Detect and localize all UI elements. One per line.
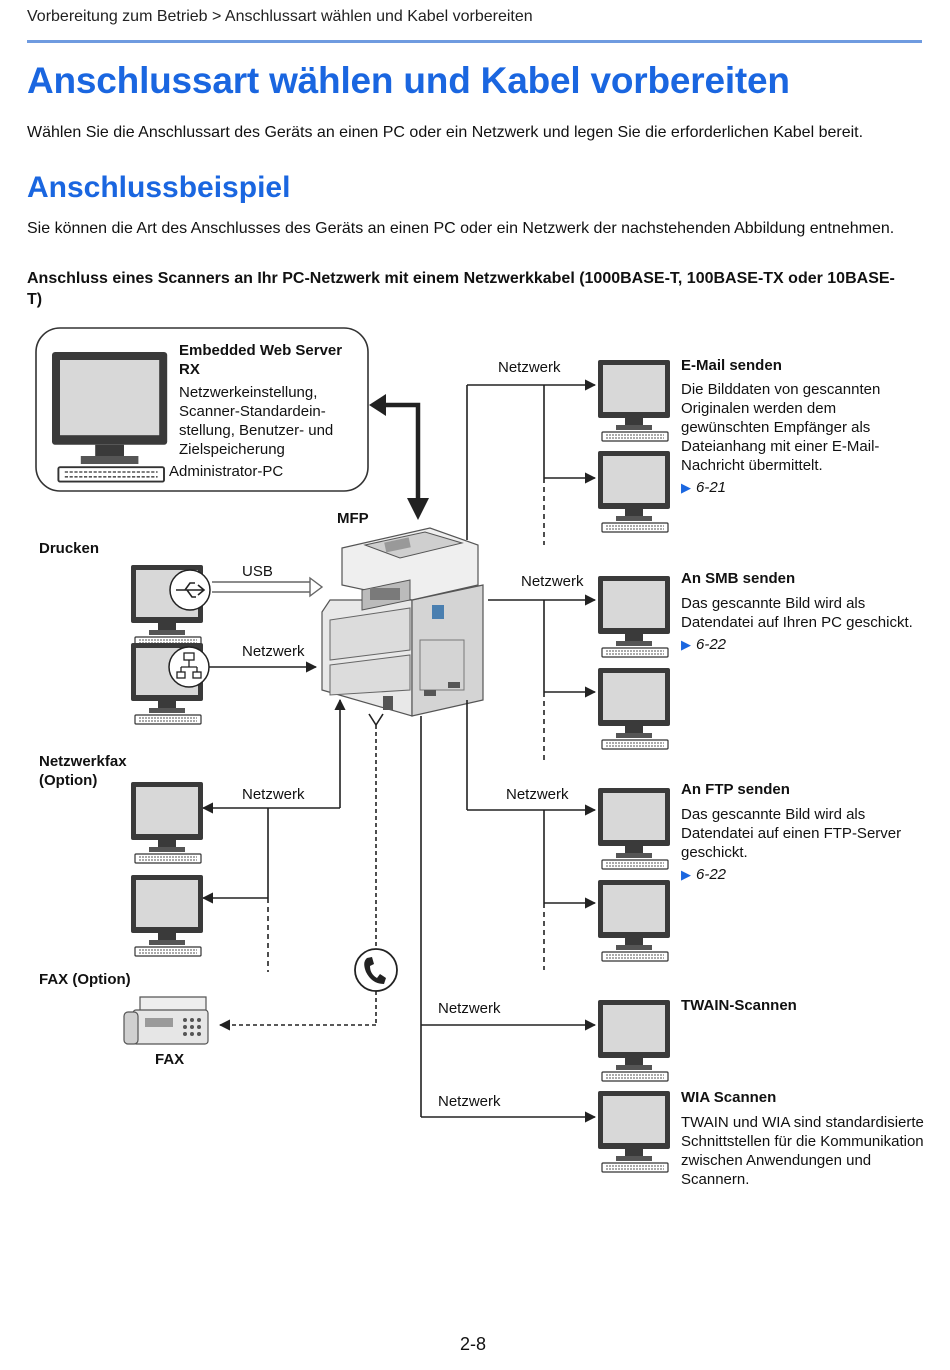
- intro-text: Wählen Sie die Anschlussart des Geräts a…: [27, 124, 864, 141]
- ftp-ref: 6-22: [696, 866, 727, 883]
- breadcrumb: Vorbereitung zum Betrieb > Anschlussart …: [27, 8, 533, 25]
- twain-title: TWAIN-Scannen: [681, 997, 797, 1014]
- print-network-label: Netzwerk: [242, 643, 305, 660]
- triangle-right-icon: ▶: [681, 867, 691, 882]
- subsection-title: Anschluss eines Scanners an Ihr PC-Netzw…: [27, 270, 895, 308]
- section-text: Sie können die Art des Anschlusses des G…: [27, 220, 895, 237]
- smb-pc-icon-1: [597, 575, 671, 658]
- email-network-label: Netzwerk: [498, 359, 561, 376]
- triangle-right-icon: ▶: [681, 637, 691, 652]
- email-pc-icon-1: [597, 359, 671, 442]
- fax-machine-icon: [123, 996, 209, 1045]
- email-ref-link[interactable]: ▶ 6-21: [681, 479, 726, 496]
- smb-ref-link[interactable]: ▶ 6-22: [681, 636, 726, 653]
- netfax-network-label: Netzwerk: [242, 786, 305, 803]
- email-pc-icon-2: [597, 450, 671, 533]
- admin-box-title: Embedded Web Server RX: [179, 342, 343, 378]
- netfax-title-line1: Netzwerkfax: [39, 753, 127, 770]
- ftp-network-label: Netzwerk: [506, 786, 569, 803]
- admin-mfp-arrow: [369, 394, 429, 520]
- ftp-pc-icon-1: [597, 787, 671, 870]
- print-title: Drucken: [39, 540, 100, 557]
- smb-pc-icon-2: [597, 667, 671, 750]
- smb-ref: 6-22: [696, 636, 727, 653]
- ftp-title: An FTP senden: [681, 781, 790, 798]
- mfp-device-icon: [321, 527, 484, 717]
- twain-network-label: Netzwerk: [438, 1000, 501, 1017]
- admin-box-caption: Administrator-PC: [169, 463, 284, 480]
- fax-caption: FAX: [155, 1051, 185, 1068]
- mfp-label: MFP: [337, 510, 369, 527]
- email-text: Die Bilddaten von gescannten Originalen …: [681, 381, 881, 474]
- wia-title: WIA Scannen: [681, 1089, 777, 1106]
- wia-pc-icon: [597, 1090, 671, 1173]
- ftp-text: Das gescannte Bild wird als Datendatei a…: [681, 806, 902, 861]
- email-ref: 6-21: [696, 479, 727, 496]
- network-icon: [168, 646, 210, 688]
- phone-icon: [354, 948, 398, 992]
- smb-text: Das gescannte Bild wird als Datendatei a…: [681, 595, 913, 631]
- fax-title: FAX (Option): [39, 971, 131, 988]
- admin-box-text: Netzwerkeinstellung, Scanner-Standardein…: [179, 384, 334, 458]
- usb-icon: [169, 569, 211, 611]
- twain-pc-icon: [597, 999, 671, 1082]
- usb-connection-line: [212, 576, 324, 598]
- page-title: Anschlussart wählen und Kabel vorbereite…: [27, 60, 790, 101]
- wia-text: TWAIN und WIA sind standardisierte Schni…: [681, 1114, 924, 1188]
- smb-title: An SMB senden: [681, 570, 796, 587]
- netfax-title-line2: (Option): [39, 772, 98, 789]
- page-number: 2-8: [460, 1334, 487, 1354]
- email-title: E-Mail senden: [681, 357, 782, 374]
- netfax-pc-icon-1: [130, 781, 204, 864]
- ftp-ref-link[interactable]: ▶ 6-22: [681, 866, 726, 883]
- smb-network-label: Netzwerk: [521, 573, 584, 590]
- triangle-right-icon: ▶: [681, 480, 691, 495]
- netfax-pc-icon-2: [130, 874, 204, 957]
- wia-network-label: Netzwerk: [438, 1093, 501, 1110]
- header-rule: [27, 40, 922, 43]
- ftp-pc-icon-2: [597, 879, 671, 962]
- usb-label: USB: [242, 563, 273, 580]
- section-title: Anschlussbeispiel: [27, 171, 291, 204]
